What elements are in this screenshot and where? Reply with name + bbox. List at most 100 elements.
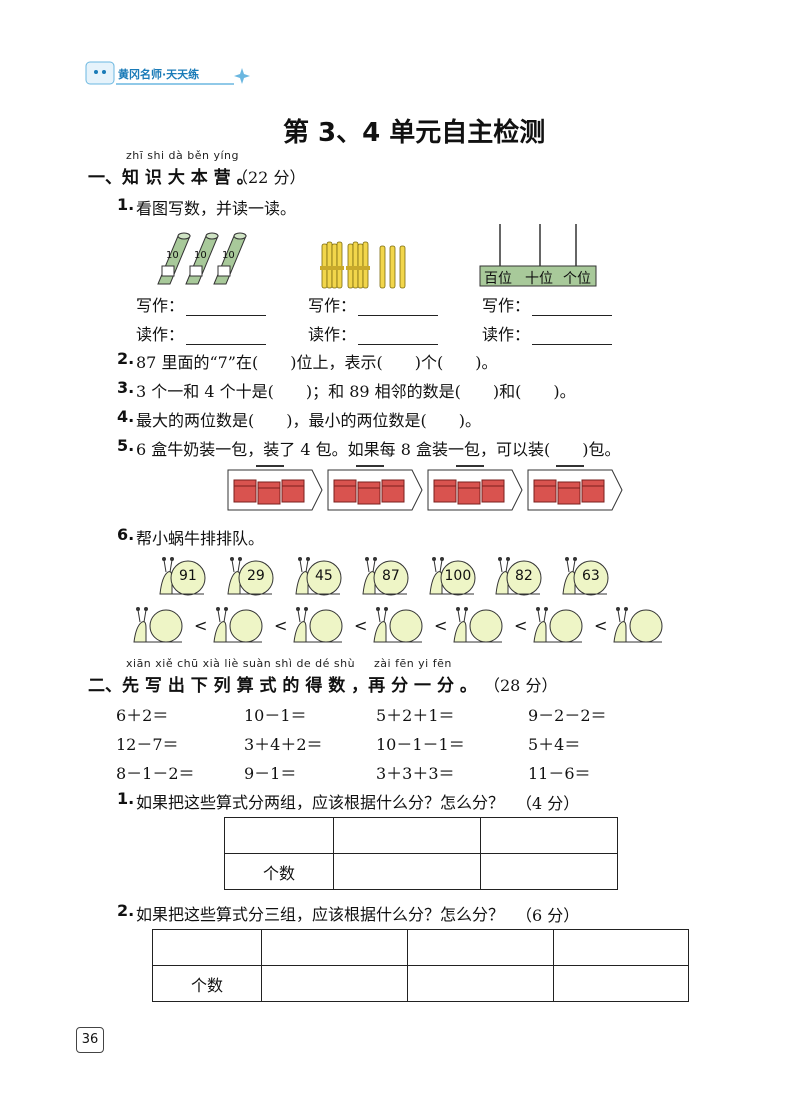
equation[interactable]: 11－6＝	[528, 764, 591, 783]
equation[interactable]: 12－7＝	[116, 735, 179, 754]
snail-number: 45	[315, 568, 333, 584]
snail-number: 63	[582, 568, 600, 584]
write-row-3: 写作：	[482, 292, 613, 316]
snail	[561, 552, 613, 602]
place-label-tens: 十位	[525, 271, 553, 287]
two-group-cell[interactable]	[224, 817, 334, 854]
empty-snail[interactable]	[372, 604, 426, 650]
q3-text: 3 个一和 4 个十是( )；和 89 相邻的数是( )和( )。	[136, 382, 576, 401]
snail-icon	[227, 557, 274, 596]
read-blank-2[interactable]	[358, 330, 439, 345]
abacus-picture	[478, 222, 598, 292]
three-group-cell[interactable]	[261, 929, 408, 966]
snail-number: 82	[515, 568, 533, 584]
section2-pinyin-left: xiān xiě chū xià liè suàn shì de dé shù	[126, 657, 356, 670]
empty-snail[interactable]	[292, 604, 346, 650]
q6-text: 帮小蜗牛排排队。	[136, 529, 265, 548]
three-group-count-cell[interactable]	[261, 965, 408, 1002]
milk-pack-icon	[527, 465, 623, 511]
three-group-cell[interactable]	[553, 929, 689, 966]
read-row-2: 读作：	[308, 321, 439, 345]
q1-text: 看图写数，并读一读。	[136, 199, 297, 218]
q4-text: 最大的两位数是( )，最小的两位数是( )。	[136, 411, 481, 430]
write-blank-2[interactable]	[358, 301, 439, 316]
two-group-table: 个数	[224, 817, 618, 890]
s2-q2-text: 如果把这些算式分三组，应该根据什么分？怎么分？	[136, 905, 505, 924]
three-group-table: 个数	[152, 929, 689, 1002]
three-group-count-cell[interactable]	[407, 965, 554, 1002]
section1-pinyin: zhī shi dà běn yíng	[126, 149, 240, 162]
sticks-picture	[318, 240, 418, 294]
equation[interactable]: 9－2－2＝	[528, 706, 607, 725]
less-than-sign: <	[194, 616, 208, 635]
three-group-row-label: 个数	[152, 965, 262, 1002]
write-row-2: 写作：	[308, 292, 439, 316]
section2-score: （28 分）	[484, 676, 558, 695]
empty-snail[interactable]	[452, 604, 506, 650]
read-blank-1[interactable]	[186, 330, 267, 345]
bundles-picture	[150, 228, 250, 292]
two-group-row-label: 个数	[224, 853, 334, 890]
less-than-sign: <	[434, 616, 448, 635]
q3-label: 3.	[117, 378, 135, 397]
section1-heading: 一、知 识 大 本 营 。	[88, 168, 254, 188]
snail-icon	[495, 557, 542, 596]
read-row-1: 读作：	[136, 321, 267, 345]
q6-label: 6.	[117, 525, 135, 544]
q1-label: 1.	[117, 195, 135, 214]
snail	[494, 552, 546, 602]
equation[interactable]: 10－1－1＝	[376, 735, 465, 754]
bundle-label-2: 10	[194, 250, 207, 261]
snail-number: 87	[382, 568, 400, 584]
snail-icon	[159, 557, 206, 596]
equation[interactable]: 9－1＝	[244, 764, 297, 783]
numbered-snails: 91 29 45 87 100 82	[0, 552, 800, 602]
equation[interactable]: 3＋3＋3＝	[376, 764, 455, 783]
two-group-cell[interactable]	[480, 817, 618, 854]
three-group-cell[interactable]	[407, 929, 554, 966]
equation[interactable]: 6＋2＝	[116, 706, 169, 725]
snail	[158, 552, 210, 602]
two-group-count-cell[interactable]	[333, 853, 481, 890]
snail-icon	[295, 557, 342, 596]
empty-snail[interactable]	[132, 604, 186, 650]
two-group-count-cell[interactable]	[480, 853, 618, 890]
snail-icon	[213, 607, 263, 643]
equation[interactable]: 5＋2＋1＝	[376, 706, 455, 725]
less-than-sign: <	[594, 616, 608, 635]
snail-icon	[373, 607, 423, 643]
empty-snail[interactable]	[612, 604, 666, 650]
write-blank-3[interactable]	[532, 301, 613, 316]
snail-number: 91	[179, 568, 197, 584]
equation[interactable]: 3＋4＋2＝	[244, 735, 323, 754]
milk-pack-icon	[427, 465, 523, 511]
snail-icon	[429, 557, 476, 596]
page-number: 36	[76, 1027, 104, 1053]
read-blank-3[interactable]	[532, 330, 613, 345]
equation[interactable]: 10－1＝	[244, 706, 307, 725]
milk-pack-icon	[227, 465, 323, 511]
s2-q2-label: 2.	[117, 901, 135, 920]
empty-snail[interactable]	[532, 604, 586, 650]
empty-snail[interactable]	[212, 604, 266, 650]
write-row-1: 写作：	[136, 292, 267, 316]
write-blank-1[interactable]	[186, 301, 267, 316]
snail-icon	[613, 607, 663, 643]
s2-q1-text: 如果把这些算式分两组，应该根据什么分？怎么分？	[136, 793, 505, 812]
snail-icon	[133, 607, 183, 643]
q4-label: 4.	[117, 407, 135, 426]
s2-q1-label: 1.	[117, 789, 135, 808]
q2-text: 87 里面的“7”在( )位上，表示( )个( )。	[136, 353, 498, 372]
three-group-cell[interactable]	[152, 929, 262, 966]
three-group-count-cell[interactable]	[553, 965, 689, 1002]
place-label-hundreds: 百位	[484, 271, 512, 287]
header-brand: 黄冈名师·天天练	[118, 68, 200, 81]
snail-icon	[562, 557, 609, 596]
snail	[428, 552, 480, 602]
section2-pinyin-right: zài fēn yi fēn	[374, 657, 452, 670]
section1-score: （22 分）	[232, 168, 306, 187]
equation[interactable]: 5＋4＝	[528, 735, 581, 754]
bundle-icon	[157, 232, 247, 285]
two-group-cell[interactable]	[333, 817, 481, 854]
equation[interactable]: 8－1－2＝	[116, 764, 195, 783]
